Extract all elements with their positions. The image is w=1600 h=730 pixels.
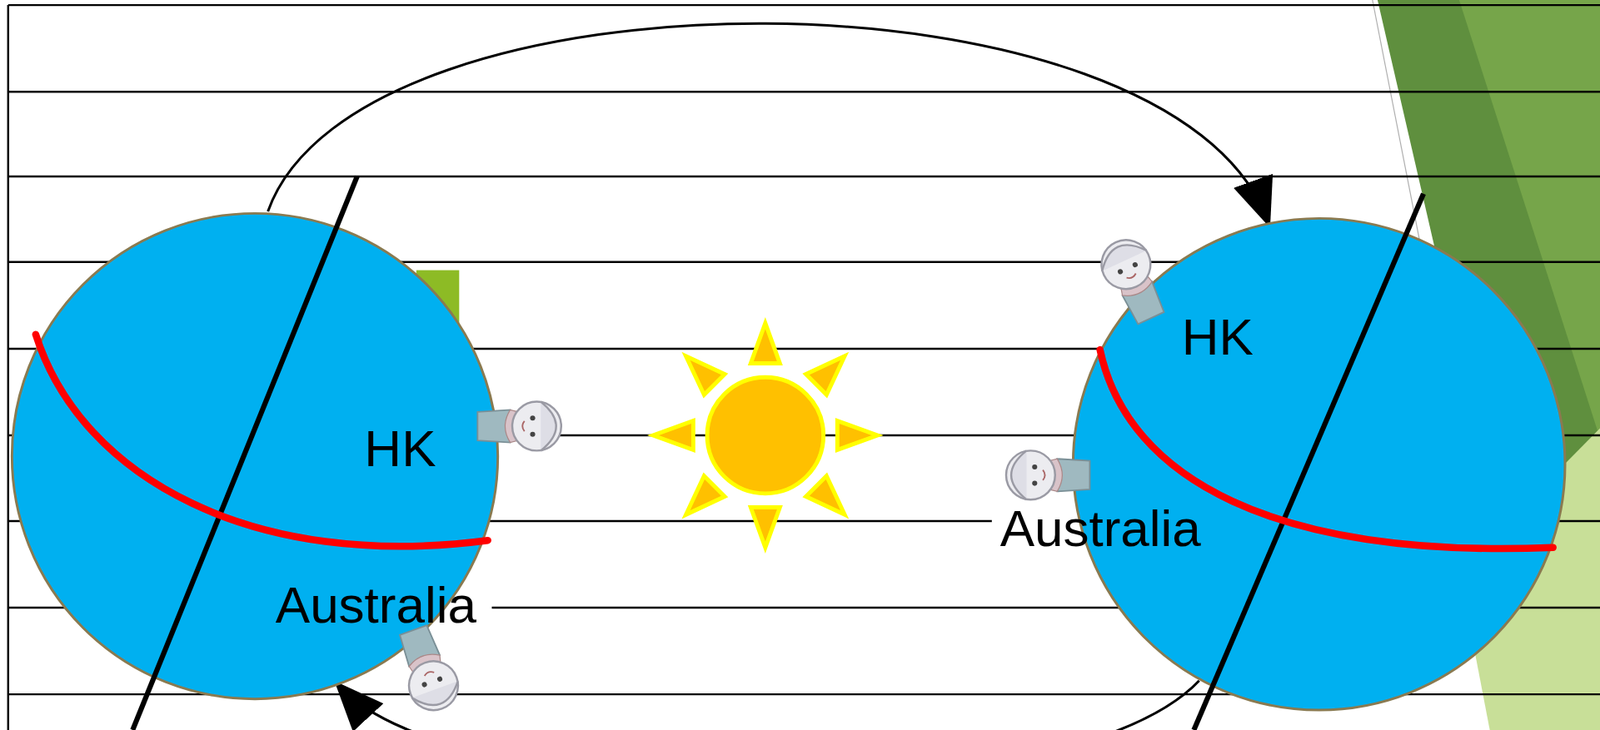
- orbit-arrow: [268, 23, 1269, 222]
- place-label: HK: [363, 423, 436, 475]
- person-figure: [477, 402, 561, 452]
- place-label: Australia: [1000, 503, 1202, 555]
- equator-line: [35, 334, 489, 547]
- green-decoration: [1459, 0, 1600, 439]
- person-figure: [1006, 450, 1090, 500]
- earth-axis: [1193, 194, 1424, 730]
- thin-line: [1372, 0, 1421, 245]
- orbit-arrow: [338, 681, 1200, 730]
- green-decoration: [1377, 0, 1600, 730]
- green-decoration: [1459, 428, 1600, 730]
- earth-axis: [132, 176, 358, 730]
- sun-ray-lines: [8, 4, 1600, 695]
- equator-line: [1100, 349, 1554, 549]
- frame-line: [7, 4, 10, 730]
- person-figure: [390, 622, 466, 718]
- person-figure: [1093, 232, 1174, 329]
- green-square: [416, 270, 459, 353]
- sun: [652, 323, 878, 548]
- place-label: Australia: [275, 579, 477, 632]
- place-label: HK: [1181, 311, 1254, 364]
